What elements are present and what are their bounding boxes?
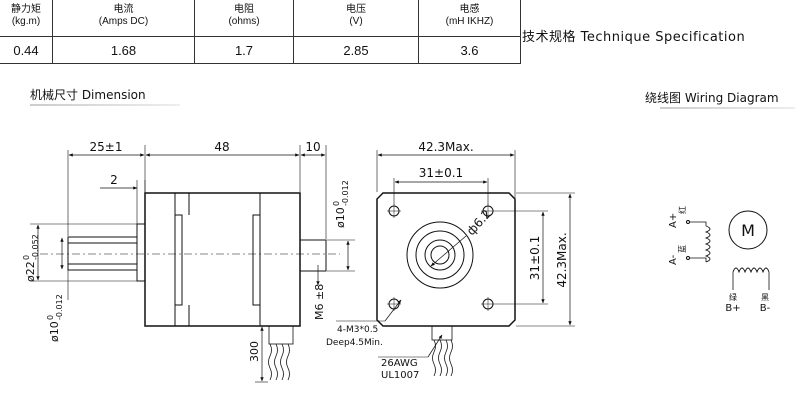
svg-text:-0.012: -0.012 — [341, 180, 350, 206]
dimension-title: 机械尺寸 Dimension — [30, 88, 146, 102]
header-voltage: 电压(V) — [293, 0, 419, 37]
value-voltage: 2.85 — [293, 36, 419, 64]
spec-table: 静力矩(kg.m) 电流(Amps DC) 电阻(ohms) 电压(V) 电感(… — [0, 0, 521, 64]
dim-rear-boss: M6 ±8 — [313, 284, 326, 320]
hole-note-2: Deep4.5Min. — [326, 338, 383, 348]
wire-note-2: UL1007 — [381, 370, 419, 381]
value-inductance: 3.6 — [418, 36, 521, 64]
dim-body-length: 48 — [214, 140, 229, 154]
value-torque: 0.44 — [0, 36, 53, 64]
tech-spec-title: 技术规格 Technique Specification — [522, 30, 746, 45]
wire-note-1: 26AWG — [381, 358, 418, 369]
wiring-labels: A+ 红 A- 蓝 M 绿 B+ 黑 B- — [668, 206, 771, 314]
dim-lead-length: 300 — [248, 341, 261, 362]
svg-text:0: 0 — [22, 255, 31, 260]
label-b-minus-color: 黑 — [761, 293, 769, 302]
label-a-plus-color: 红 — [677, 206, 687, 214]
front-face — [376, 192, 516, 327]
wiring-title: 绕线图 Wiring Diagram — [645, 91, 779, 105]
value-current: 1.68 — [52, 36, 195, 64]
coil-b — [732, 267, 770, 274]
svg-text:ø10: ø10 — [48, 321, 61, 342]
header-torque: 静力矩(kg.m) — [0, 0, 53, 37]
dim-shaft-dia: ø10 0 -0.012 — [46, 294, 64, 342]
motor-body — [144, 192, 301, 327]
label-b-plus: B+ — [725, 303, 740, 314]
svg-text:0: 0 — [46, 315, 55, 320]
dim-hole-spacing-h: 31±0.1 — [419, 166, 463, 180]
dim-shaft-length: 25±1 — [90, 140, 123, 154]
svg-text:-0.052: -0.052 — [31, 234, 40, 260]
label-b-plus-color: 绿 — [729, 293, 737, 302]
wiring-underline — [660, 107, 795, 109]
shaft-outer — [424, 239, 456, 271]
flange-ring-outer — [406, 221, 474, 289]
dim-height: 42.3Max. — [555, 232, 569, 287]
svg-text:0: 0 — [332, 201, 341, 206]
front-flange — [136, 223, 146, 282]
header-resistance: 电阻(ohms) — [194, 0, 294, 37]
label-a-plus: A+ — [668, 213, 679, 228]
hole-note-1: 4-M3*0.5 — [337, 325, 378, 335]
front-shaft — [67, 236, 138, 271]
dim-flat: 2 — [110, 173, 118, 187]
dim-rear-dia: ø10 0 -0.012 — [332, 180, 350, 228]
label-a-minus: A- — [668, 254, 679, 265]
side-view-labels: 25±1 48 10 2 ø22 0 -0.052 ø10 0 -0.012 ø… — [22, 140, 350, 362]
label-b-minus: B- — [760, 303, 771, 314]
dim-shaft: ф6.2 — [464, 207, 494, 238]
svg-text:ø22: ø22 — [24, 261, 37, 282]
front-lead-wires — [431, 325, 453, 377]
dim-rear-shaft: 10 — [305, 140, 320, 154]
header-current: 电流(Amps DC) — [52, 0, 195, 37]
label-a-minus-color: 蓝 — [677, 245, 687, 253]
wiring-diagram — [686, 210, 770, 290]
value-resistance: 1.7 — [194, 36, 294, 64]
motor-label: M — [741, 221, 755, 240]
dim-hole-spacing-v: 31±0.1 — [528, 236, 542, 280]
shaft-inner — [430, 245, 450, 265]
lead-wires — [268, 325, 294, 381]
svg-text:-0.012: -0.012 — [55, 294, 64, 320]
rear-shaft — [299, 239, 327, 272]
coil-a — [704, 225, 711, 263]
front-view — [336, 150, 575, 377]
dimension-underline — [30, 104, 180, 106]
header-inductance: 电感(mH IKHZ) — [418, 0, 521, 37]
dim-front-boss: ø22 0 -0.052 — [22, 234, 40, 282]
svg-text:ø10: ø10 — [334, 207, 347, 228]
flange-ring-inner — [415, 230, 465, 280]
side-view — [30, 145, 355, 383]
motor-symbol — [728, 210, 768, 250]
dim-width: 42.3Max. — [418, 140, 473, 154]
